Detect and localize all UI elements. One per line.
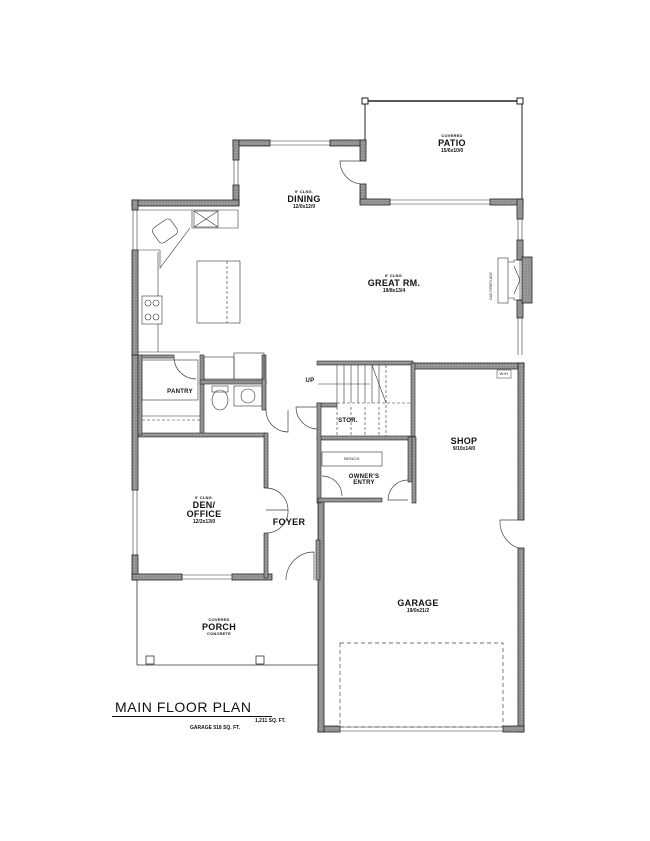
water-heater (496, 369, 512, 379)
room-label-porch: COVERED PORCH CONCRETE (201, 617, 237, 636)
room-label-shop: SHOP 9/10x14/0 (450, 436, 478, 452)
water-heater-label: W/H (499, 371, 509, 376)
garage-area: GARAGE 518 SQ. FT. (190, 725, 241, 731)
room-label-great-room: 9' CLNG. GREAT RM. 19/8x13/4 (367, 273, 421, 294)
bench-label: BENCH (344, 456, 360, 461)
living-area: 1,211 SQ. FT. (255, 718, 286, 724)
title-underline (112, 716, 272, 717)
covered-patio-outline (361, 97, 524, 202)
staircase (318, 364, 411, 436)
kitchen-fixtures (138, 209, 241, 353)
plan-title: MAIN FLOOR PLAN (115, 699, 252, 715)
covered-porch-outline (136, 580, 318, 666)
fireplace (497, 257, 521, 304)
room-label-storage: STOR. (338, 418, 358, 424)
room-label-pantry: PANTRY (167, 389, 193, 395)
room-label-owners-entry: OWNER'S ENTRY (348, 474, 380, 486)
pantry-shelving (141, 359, 200, 421)
room-label-foyer: FOYER (272, 517, 306, 527)
stairs-up-label: UP (305, 378, 315, 384)
room-label-garage: GARAGE 19/0x21/2 (397, 598, 439, 614)
fireplace-label: GAS FIREPLACE (489, 272, 493, 300)
room-label-den-office: 9' CLNG. DEN/ OFFICE 12/2x13/0 (186, 495, 222, 525)
windows (132, 140, 523, 732)
room-label-patio: COVERED PATIO 15/6x10/0 (438, 133, 466, 154)
garage-door-outline (339, 642, 504, 728)
interior-walls (137, 354, 417, 581)
exterior-walls (131, 139, 533, 733)
room-label-dining: 9' CLNG. DINING 12/0x12/0 (287, 189, 321, 210)
bath-fixtures (203, 352, 265, 411)
bench (321, 451, 383, 467)
doors (173, 160, 519, 581)
